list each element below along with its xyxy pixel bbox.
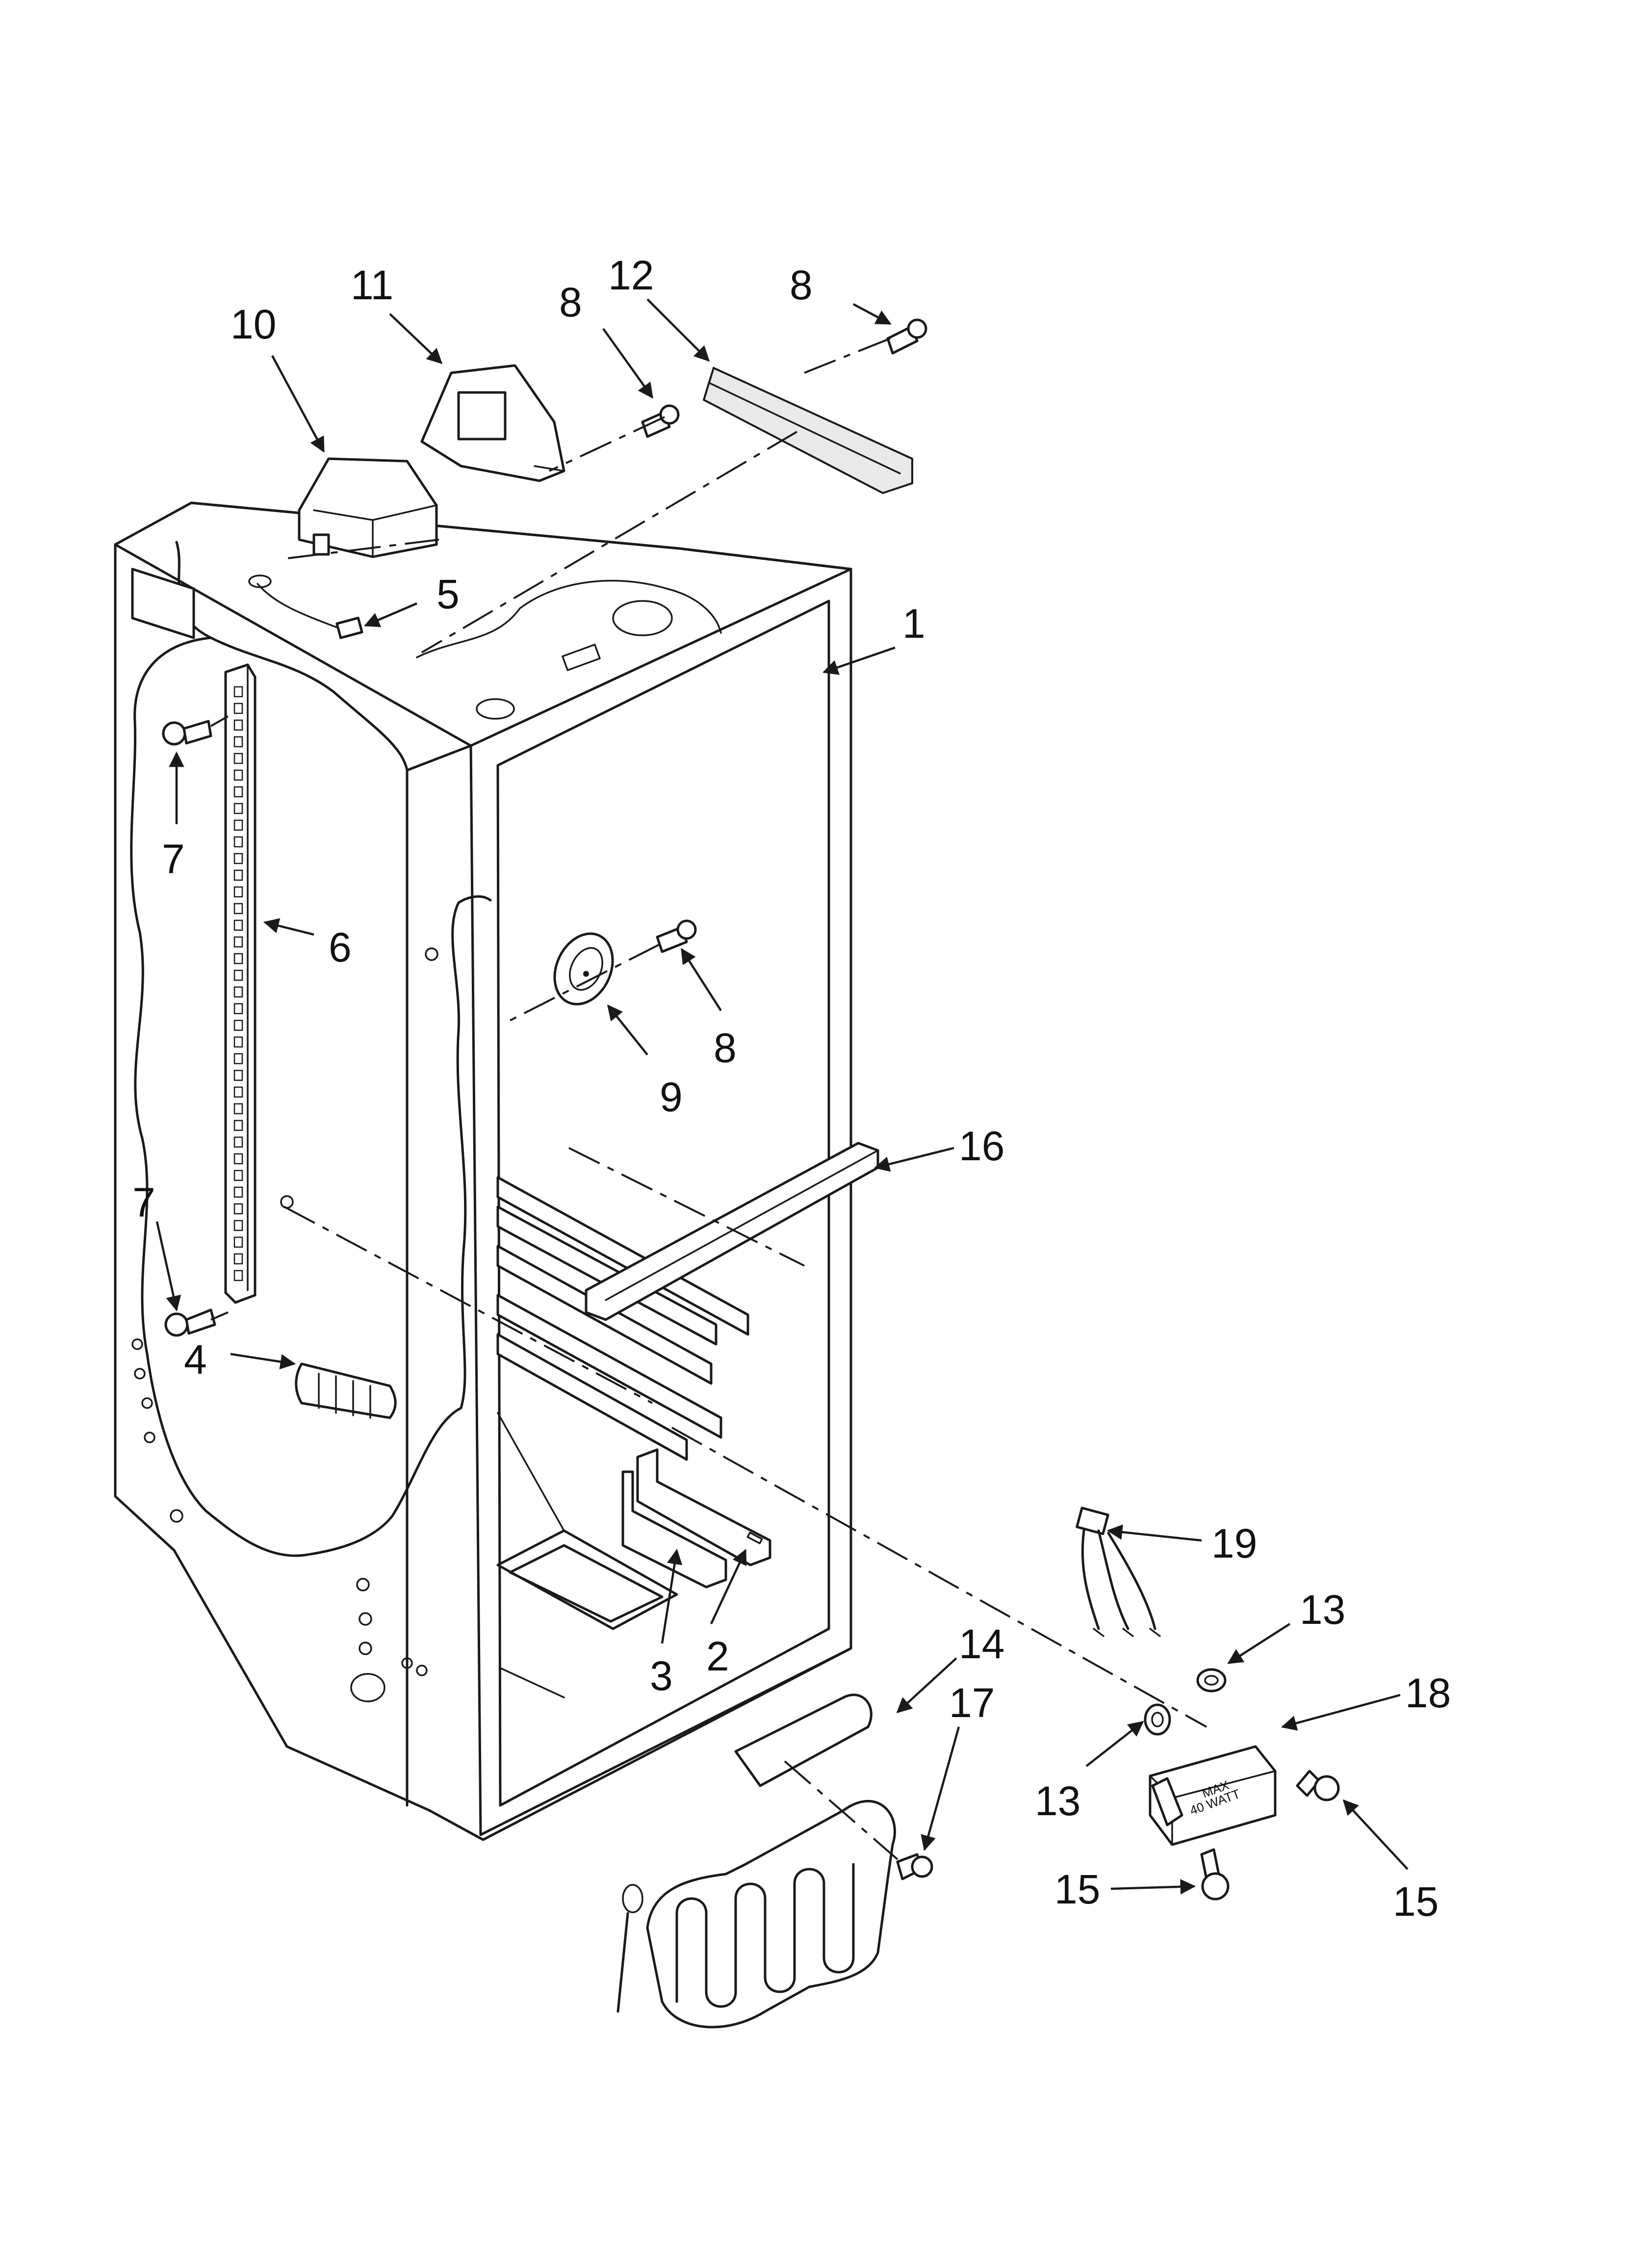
callout-11: 11 [351, 262, 393, 308]
callout-15-right: 15 [1393, 1878, 1438, 1925]
callout-8-middle: 8 [714, 1025, 737, 1071]
rail-slot [233, 836, 243, 848]
lamp-socket-18: MAX 40 WATT [1149, 1745, 1277, 1846]
callout-3: 3 [650, 1653, 673, 1699]
mounting-bracket-11 [420, 364, 565, 482]
rail-slot [233, 919, 243, 931]
rail-slot [233, 1103, 243, 1115]
callout-7-upper: 7 [162, 836, 185, 882]
screw-7-lower [164, 1308, 216, 1337]
rail-slot [233, 903, 243, 914]
screw-7-upper [162, 720, 212, 746]
rail-slot [233, 853, 243, 864]
wire-lead-19 [1076, 1507, 1161, 1637]
rail-slot [233, 1136, 243, 1148]
rail-slot [233, 1220, 243, 1231]
rail-slot [233, 1019, 243, 1031]
rail-slot [233, 1036, 243, 1048]
heater-coil-14 [616, 1694, 896, 2029]
rail-slot [233, 819, 243, 831]
wire-harness-5 [248, 574, 363, 639]
rail-slot [233, 803, 243, 814]
rail-slot [233, 986, 243, 998]
rail-slot [233, 869, 243, 881]
rail-slot [233, 969, 243, 981]
callout-13-lower: 13 [1035, 1778, 1080, 1824]
callout-10: 10 [231, 301, 276, 347]
rail-slot [233, 1053, 243, 1065]
rail-slot [233, 936, 243, 948]
callout-15-bottom: 15 [1054, 1866, 1100, 1912]
callout-5: 5 [436, 571, 460, 617]
callout-17: 17 [949, 1680, 995, 1726]
callout-7-lower: 7 [132, 1179, 155, 1225]
pin-15-bottom [1200, 1848, 1230, 1901]
control-housing-10 [298, 457, 438, 558]
callout-8-top-center: 8 [559, 279, 582, 325]
screw-8-top-center [641, 404, 680, 438]
callout-numbers: 1 2 3 4 5 6 7 7 8 8 8 9 10 11 12 13 13 1… [132, 252, 1451, 1925]
rail-slot [233, 1203, 243, 1215]
callout-12: 12 [608, 252, 654, 298]
rail-slot [233, 703, 243, 714]
rail-slot [233, 769, 243, 781]
rail-slot [233, 1003, 243, 1015]
bracket-3 [621, 1470, 727, 1589]
leader-lines [155, 298, 1409, 1895]
top-rail-12 [702, 366, 913, 495]
rail-slot [233, 736, 243, 748]
clip-13-upper [1196, 1668, 1227, 1693]
assembly-lines [210, 338, 1207, 1860]
vent-grille-4 [295, 1362, 397, 1419]
rail-slot [233, 786, 243, 798]
screw-17 [896, 1853, 933, 1880]
vertical-rail-6 [224, 663, 257, 1304]
callout-1: 1 [902, 600, 925, 647]
rail-slot [233, 719, 243, 731]
rail-slot [233, 1186, 243, 1198]
callout-4: 4 [184, 1336, 207, 1382]
rail-slot [233, 1086, 243, 1098]
rail-slot [233, 1270, 243, 1281]
disc-9 [553, 932, 614, 1006]
rail-slot [233, 1153, 243, 1165]
pin-15-right [1296, 1770, 1340, 1801]
rail-slot [233, 753, 243, 764]
rail-slot [233, 1236, 243, 1248]
callout-2: 2 [706, 1633, 729, 1679]
rail-slot [233, 1120, 243, 1131]
rail-slot [233, 686, 243, 698]
clip-13-lower [1144, 1703, 1171, 1736]
screw-8-top-right [886, 318, 927, 355]
callout-13-upper: 13 [1300, 1587, 1345, 1633]
callout-14: 14 [959, 1621, 1004, 1667]
callout-6: 6 [329, 924, 352, 970]
callout-18: 18 [1405, 1670, 1451, 1716]
callout-16: 16 [959, 1123, 1004, 1169]
rail-slot [233, 953, 243, 965]
callout-19: 19 [1211, 1520, 1257, 1566]
rail-slot [233, 1170, 243, 1181]
rail-slot [233, 1253, 243, 1265]
rail-slot [233, 886, 243, 898]
rail-slot [233, 1069, 243, 1081]
callout-8-top-right: 8 [790, 262, 813, 308]
callout-9: 9 [660, 1074, 683, 1120]
bracket-2 [636, 1448, 771, 1566]
screw-8-middle [656, 919, 697, 953]
